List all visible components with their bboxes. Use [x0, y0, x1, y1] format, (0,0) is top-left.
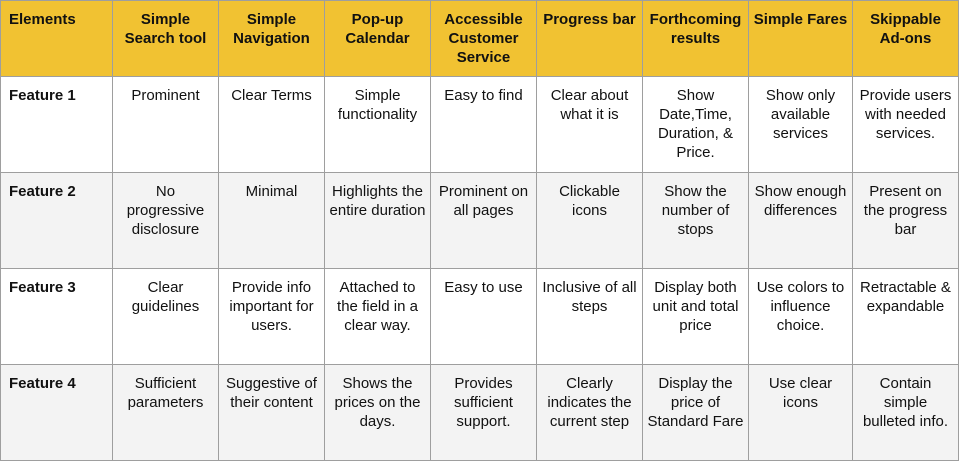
table-cell: Highlights the entire duration — [324, 172, 431, 269]
table-cell: Sufficient parameters — [112, 364, 219, 461]
row-label: Feature 2 — [0, 172, 113, 269]
table-cell: Display both unit and total price — [642, 268, 749, 365]
header-skippable-adons: Skippable Ad-ons — [852, 0, 959, 77]
table-cell: Easy to use — [430, 268, 537, 365]
table-cell: Show only available services — [748, 76, 853, 173]
table-cell: Minimal — [218, 172, 325, 269]
table-cell: Clearly indicates the current step — [536, 364, 643, 461]
table-cell: Prominent — [112, 76, 219, 173]
table-cell: Clear guidelines — [112, 268, 219, 365]
header-popup-calendar: Pop-up Calendar — [324, 0, 431, 77]
table-cell: Attached to the field in a clear way. — [324, 268, 431, 365]
header-elements: Elements — [0, 0, 113, 77]
header-forthcoming-results: Forthcoming results — [642, 0, 749, 77]
table-cell: Use colors to influence choice. — [748, 268, 853, 365]
table-cell: Retractable & expandable — [852, 268, 959, 365]
table-cell: Use clear icons — [748, 364, 853, 461]
header-accessible-customer-service: Accessible Customer Service — [430, 0, 537, 77]
table-cell: Easy to find — [430, 76, 537, 173]
row-label: Feature 1 — [0, 76, 113, 173]
table-cell: Display the price of Standard Fare — [642, 364, 749, 461]
header-progress-bar: Progress bar — [536, 0, 643, 77]
table-cell: Show the number of stops — [642, 172, 749, 269]
table-cell: Provide users with needed services. — [852, 76, 959, 173]
table-cell: Prominent on all pages — [430, 172, 537, 269]
table-cell: Provide info important for users. — [218, 268, 325, 365]
table-row: Feature 1 Prominent Clear Terms Simple f… — [0, 76, 959, 173]
table-cell: Show Date,Time, Duration, & Price. — [642, 76, 749, 173]
table-cell: Simple functionality — [324, 76, 431, 173]
table-cell: Contain simple bulleted info. — [852, 364, 959, 461]
table-cell: Suggestive of their content — [218, 364, 325, 461]
table-cell: Clickable icons — [536, 172, 643, 269]
row-label: Feature 3 — [0, 268, 113, 365]
header-simple-navigation: Simple Navigation — [218, 0, 325, 77]
table-cell: Provides sufficient support. — [430, 364, 537, 461]
table-row: Feature 4 Sufficient parameters Suggesti… — [0, 364, 959, 461]
table-cell: Shows the prices on the days. — [324, 364, 431, 461]
header-simple-fares: Simple Fares — [748, 0, 853, 77]
table-cell: Show enough differences — [748, 172, 853, 269]
table-row: Feature 3 Clear guidelines Provide info … — [0, 268, 959, 365]
header-simple-search-tool: Simple Search tool — [112, 0, 219, 77]
table-cell: Present on the progress bar — [852, 172, 959, 269]
table-cell: Inclusive of all steps — [536, 268, 643, 365]
table-row: Feature 2 No progressive disclosure Mini… — [0, 172, 959, 269]
header-row: Elements Simple Search tool Simple Navig… — [0, 0, 959, 77]
row-label: Feature 4 — [0, 364, 113, 461]
table-cell: Clear Terms — [218, 76, 325, 173]
table-cell: No progressive disclosure — [112, 172, 219, 269]
table-cell: Clear about what it is — [536, 76, 643, 173]
